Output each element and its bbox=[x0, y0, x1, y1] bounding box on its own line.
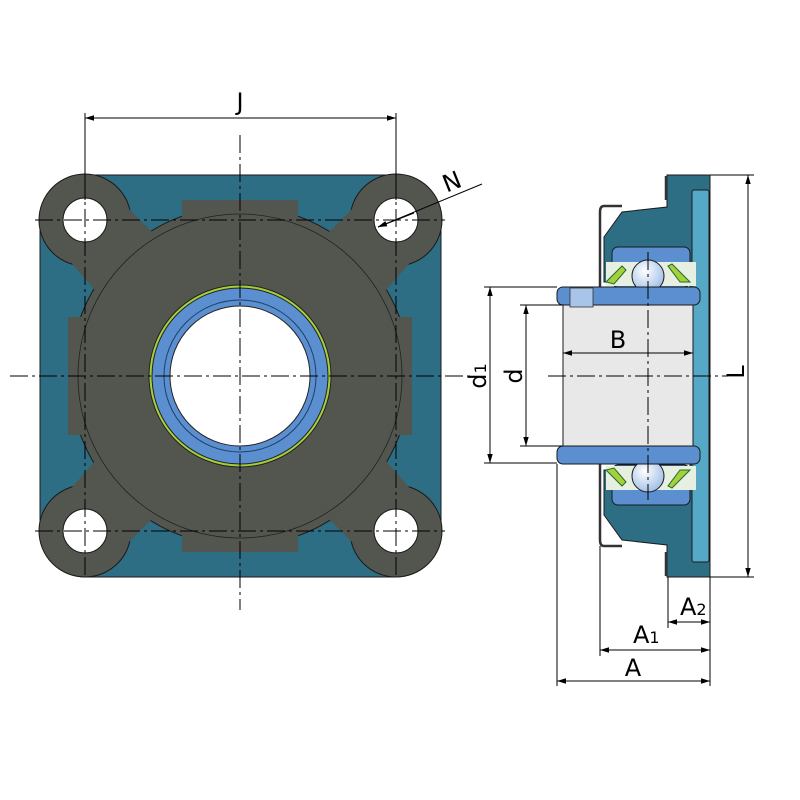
label-N: N bbox=[438, 166, 465, 199]
label-J: J bbox=[234, 88, 243, 116]
label-d: d bbox=[500, 368, 528, 383]
set-screw bbox=[569, 287, 594, 308]
front-view: J N bbox=[10, 88, 483, 610]
side-view: B d1 d L A2 A1 A bbox=[464, 174, 754, 686]
label-A1: A1 bbox=[633, 621, 660, 649]
label-d1: d1 bbox=[464, 363, 492, 388]
label-A: A bbox=[625, 654, 642, 682]
label-L: L bbox=[722, 365, 750, 379]
label-A2: A2 bbox=[680, 593, 707, 621]
inner-ring-bottom bbox=[556, 445, 701, 465]
seals bbox=[605, 263, 692, 489]
centerlines-side bbox=[548, 252, 728, 500]
label-B: B bbox=[610, 326, 626, 354]
centerlines-front bbox=[10, 135, 470, 610]
